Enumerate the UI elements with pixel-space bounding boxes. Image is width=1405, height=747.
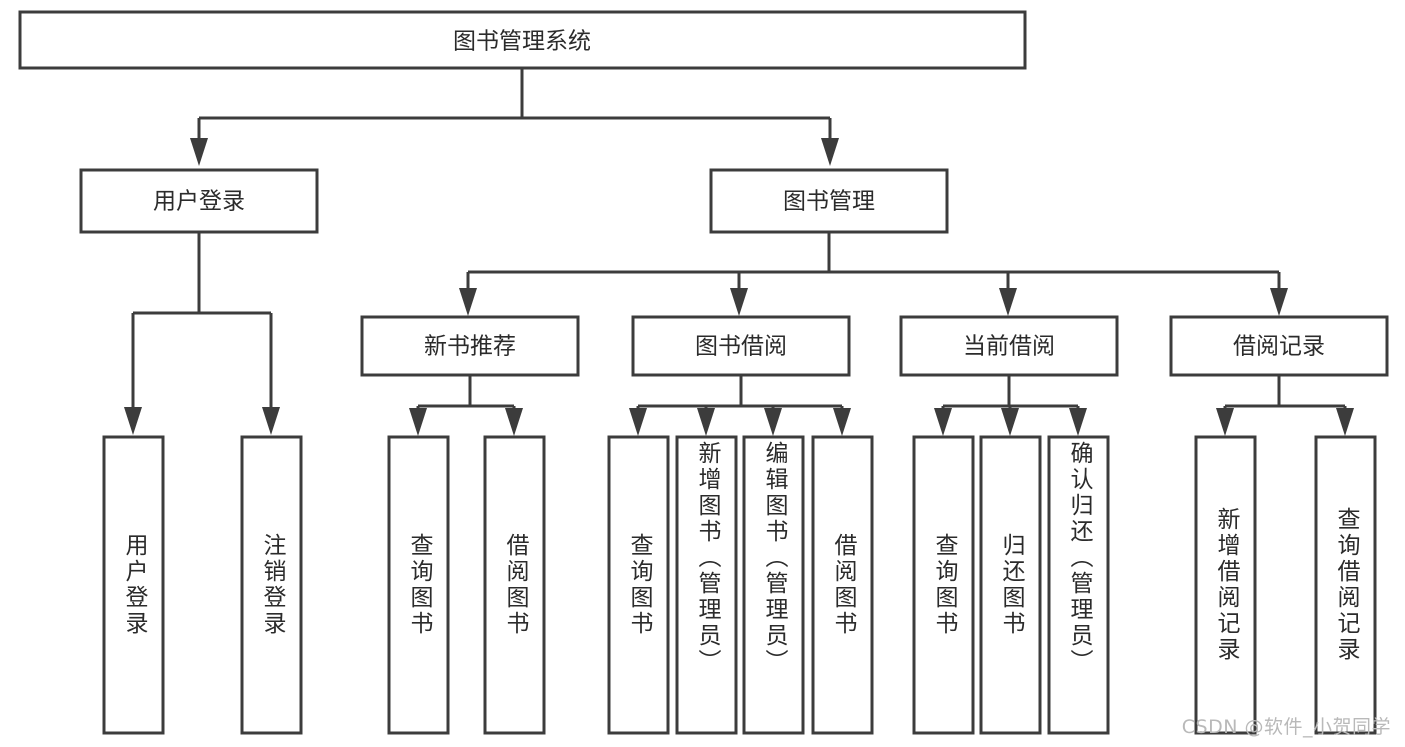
node-root-box[interactable] — [18, 10, 1027, 70]
leaf-box-user-login-1[interactable] — [102, 435, 165, 735]
leaf-box-current-borrow-2[interactable] — [979, 435, 1042, 735]
leaf-box-user-login-2[interactable] — [240, 435, 303, 735]
leaf-box-current-borrow-1[interactable] — [912, 435, 975, 735]
leaf-box-new-book-1[interactable] — [387, 435, 450, 735]
node-root-label: 图书管理系统 — [453, 29, 591, 55]
leaf-box-book-borrow-1[interactable] — [607, 435, 670, 735]
arrowhead-current-borrow-to-leaf-2 — [1001, 408, 1019, 436]
node-user-login-label: 用户登录 — [153, 189, 245, 215]
node-book-borrow-label: 图书借阅 — [695, 334, 787, 360]
node-book-manage-box[interactable] — [709, 168, 949, 234]
node-book-borrow-box[interactable] — [631, 315, 851, 377]
arrowhead-book-manage-to-borrow — [730, 288, 748, 316]
arrowhead-book-borrow-to-leaf-1 — [629, 408, 647, 436]
node-new-book-recommend-box[interactable] — [360, 315, 580, 377]
arrowhead-borrow-records-to-leaf-1 — [1216, 408, 1234, 436]
node-current-borrow-label: 当前借阅 — [963, 334, 1055, 360]
leaf-box-current-borrow-3[interactable] — [1047, 435, 1110, 735]
arrowhead-borrow-records-to-leaf-2 — [1336, 408, 1354, 436]
node-book-manage-label: 图书管理 — [783, 189, 875, 215]
arrowhead-current-borrow-to-leaf-1 — [934, 408, 952, 436]
arrowhead-book-manage-to-current — [999, 288, 1017, 316]
node-borrow-records-label: 借阅记录 — [1233, 334, 1325, 360]
leaf-box-book-borrow-4[interactable] — [811, 435, 874, 735]
arrowhead-book-borrow-to-leaf-2 — [697, 408, 715, 436]
leaf-box-book-borrow-3[interactable] — [742, 435, 805, 735]
arrowhead-root-to-book-manage — [821, 138, 839, 166]
arrowhead-new-book-to-leaf-1 — [409, 408, 427, 436]
csdn-watermark: CSDN @软件_小贺同学 — [1181, 716, 1391, 738]
arrowhead-new-book-to-leaf-2 — [505, 408, 523, 436]
node-new-book-recommend-label: 新书推荐 — [424, 334, 516, 360]
node-borrow-records-box[interactable] — [1169, 315, 1389, 377]
arrowhead-book-borrow-to-leaf-4 — [833, 408, 851, 436]
arrowhead-current-borrow-to-leaf-3 — [1069, 408, 1087, 436]
leaf-box-new-book-2[interactable] — [483, 435, 546, 735]
arrowhead-root-to-user-login — [190, 138, 208, 166]
arrowhead-book-manage-to-records — [1270, 288, 1288, 316]
arrowhead-book-borrow-to-leaf-3 — [764, 408, 782, 436]
arrowhead-user-login-to-leaf-1 — [124, 407, 142, 435]
arrowhead-user-login-to-leaf-2 — [262, 407, 280, 435]
leaf-box-book-borrow-2[interactable] — [675, 435, 738, 735]
leaf-box-borrow-records-1[interactable] — [1194, 435, 1257, 735]
node-current-borrow-box[interactable] — [899, 315, 1119, 377]
arrowhead-book-manage-to-new-book — [459, 288, 477, 316]
leaf-box-borrow-records-2[interactable] — [1314, 435, 1377, 735]
